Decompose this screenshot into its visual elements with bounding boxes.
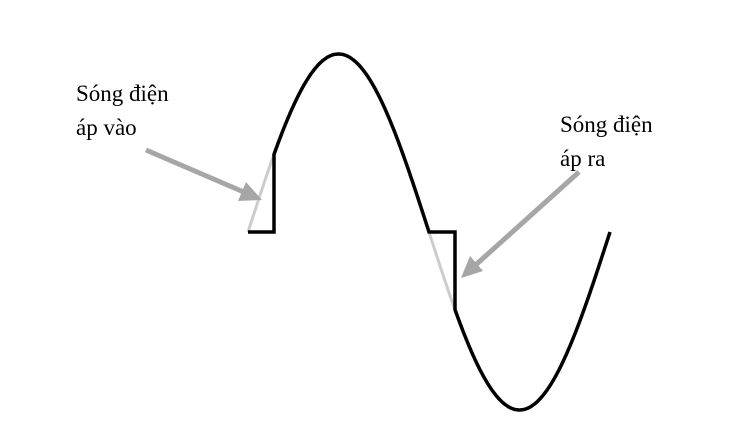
output-wave-label: Sóng điện áp ra [560,108,653,176]
output-voltage-wave [248,52,612,412]
input-wave-label-line2: áp vào [76,115,137,140]
output-wave-arrow [461,170,581,278]
output-wave-label-line2: áp ra [560,146,606,171]
input-wave-label-line1: Sóng điện [76,81,169,106]
input-wave-label: Sóng điện áp vào [76,77,169,145]
output-wave-label-line1: Sóng điện [560,112,653,137]
input-voltage-wave [246,52,460,319]
input-wave-arrow [145,147,262,201]
